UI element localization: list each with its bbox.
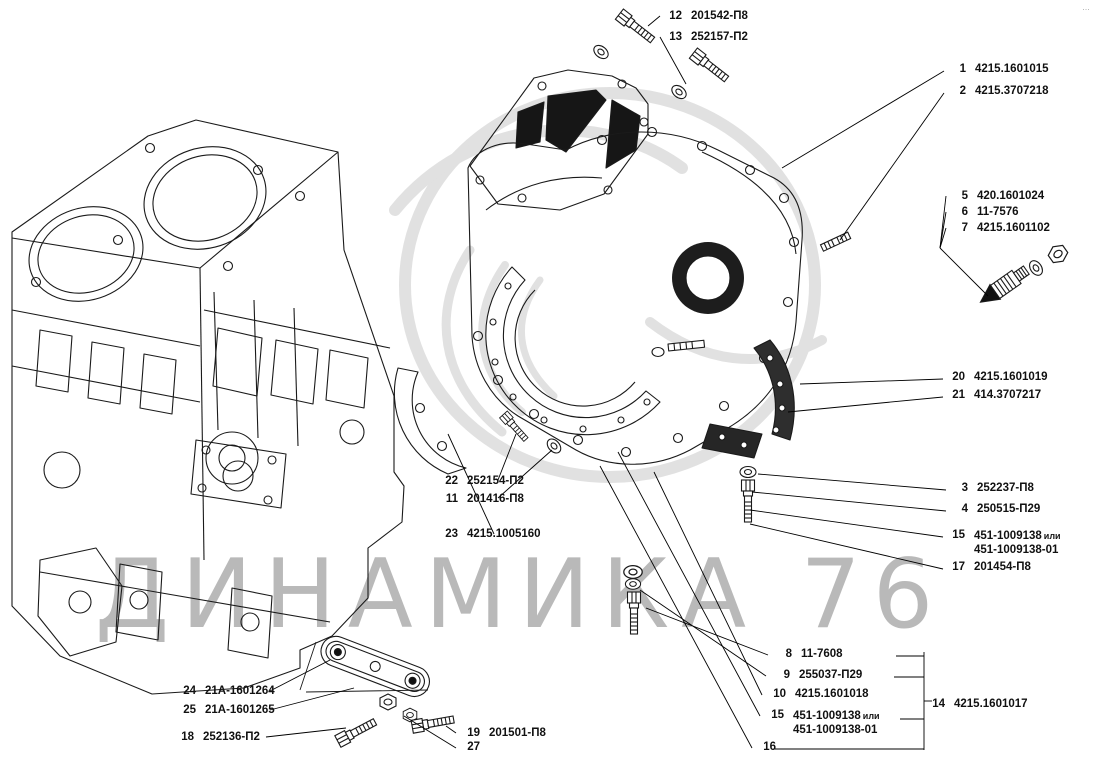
callout-6: 6 11-7576 [948,206,1019,220]
alt-word: или [862,711,880,721]
callout-number: 5 [961,190,968,202]
part-number: 4215.3707218 [975,85,1049,97]
callout-number: 7 [961,222,968,234]
callout-22: 22 252154-П2 [438,475,524,489]
callout-number: 16 [763,741,776,753]
part-number: 4215.1601015 [975,63,1049,75]
watermark-text: ДИНАМИКА 76 [95,540,946,650]
callout-4: 4 250515-П29 [948,503,1041,517]
fastener-parts [299,8,1071,748]
part-number: 252154-П2 [467,475,524,487]
callout-number: 1 [959,63,966,75]
callout-20: 20 4215.1601019 [945,371,1048,385]
callout-number: 9 [783,669,790,681]
callout-number: 2 [959,85,966,97]
callout-number: 13 [669,31,682,43]
callout-1: 1 4215.1601015 [946,63,1049,77]
part-number: 201542-П8 [691,10,748,22]
part-number: 255037-П29 [799,669,863,681]
callout-number: 21 [952,389,965,401]
watermark-logo [389,87,827,483]
callout-16: 16 [756,741,776,755]
callout-number: 15 [771,709,784,721]
callout-number: 12 [669,10,682,22]
callout-3: 3 252237-П8 [948,482,1034,496]
callout-23: 23 4215.1005160 [438,528,541,542]
callout-21: 21 414.3707217 [945,389,1041,403]
callout-number: 11 [445,493,458,505]
callout-14: 14 4215.1601017 [925,698,1028,712]
callout-number: 27 [467,741,480,753]
callout-number: 22 [445,475,458,487]
callout-11: 11 201416-П8 [438,493,524,507]
clutch-housing-illustration [393,69,803,475]
leader-lines [265,15,989,750]
callout-18: 18 252136-П2 [174,731,260,745]
part-number: 451-1009138 [974,530,1042,542]
callout-19: 19 201501-П8 [460,727,546,741]
callout-number: 20 [952,371,965,383]
callout-number: 19 [467,727,480,739]
callout-13: 13 252157-П2 [662,31,748,45]
callout-number: 10 [773,688,786,700]
callout-number: 25 [183,704,196,716]
callout-27: 27 [460,741,480,755]
part-number: 21А-1601264 [205,685,275,697]
callout-24: 24 21А-1601264 [176,685,275,699]
part-number: 250515-П29 [977,503,1041,515]
part-number: 420.1601024 [977,190,1045,202]
callout-12: 12 201542-П8 [662,10,748,24]
part-number: 4215.1601102 [977,222,1050,234]
corner-mark: … [1082,3,1092,12]
part-number: 4215.1601019 [974,371,1048,383]
callout-2: 2 4215.3707218 [946,85,1049,99]
callout-9: 9 255037-П29 [770,669,863,683]
callout-number: 24 [183,685,196,697]
callout-number: 14 [932,698,945,710]
callout-5: 5 420.1601024 [948,190,1045,204]
part-number: 414.3707217 [974,389,1042,401]
part-number: 201454-П8 [974,561,1031,573]
callout-number: 6 [961,206,968,218]
callout-number: 8 [785,648,792,660]
callout-number: 17 [952,561,965,573]
engine-block-illustration [11,119,405,695]
part-number: 201416-П8 [467,493,524,505]
callout-number: 18 [181,731,194,743]
callout-17: 17 201454-П8 [945,561,1031,575]
part-number: 11-7576 [977,206,1019,218]
part-number: 201501-П8 [489,727,546,739]
callout-number: 3 [961,482,968,494]
callout-number: 4 [961,503,968,515]
part-number: 4215.1601018 [795,688,869,700]
callout-number: 23 [445,528,458,540]
callout-number: 15 [952,529,965,541]
part-number: 4215.1601017 [954,698,1028,710]
callout-7: 7 4215.1601102 [948,222,1050,236]
part-number: 11-7608 [801,648,843,660]
part-number: 4215.1005160 [467,528,541,540]
part-number: 252157-П2 [691,31,748,43]
part-number: 252237-П8 [977,482,1034,494]
alt-word: или [1043,531,1061,541]
part-number: 451-1009138 [793,710,861,722]
part-number-alt: 451-1009138-01 [974,544,1059,557]
part-number-alt: 451-1009138-01 [793,724,878,737]
part-number: 252136-П2 [203,731,260,743]
part-number: 21А-1601265 [205,704,275,716]
callout-8: 8 11-7608 [772,648,843,662]
callout-25: 25 21А-1601265 [176,704,275,718]
callout-10: 10 4215.1601018 [766,688,869,702]
